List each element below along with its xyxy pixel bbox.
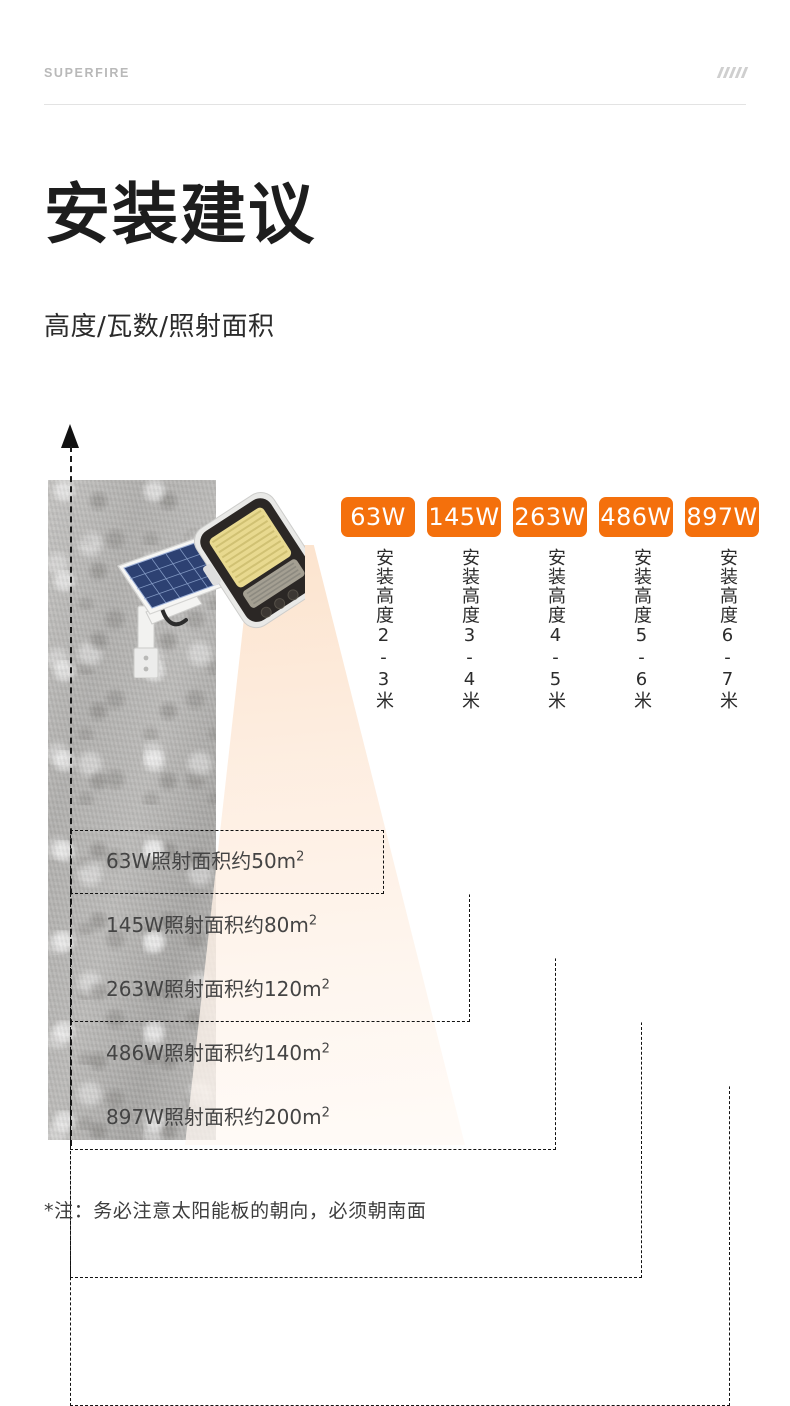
install-height-label-0: 安装高度2-3米 <box>373 548 394 711</box>
height-arrow-line <box>70 446 72 1146</box>
height-arrow-up-icon <box>61 424 79 448</box>
wattage-badge-0[interactable]: 63W <box>341 497 415 537</box>
wattage-badge-2[interactable]: 263W <box>513 497 587 537</box>
coverage-label-sup: 2 <box>321 977 330 993</box>
coverage-label-0: 63W照射面积约50m2 <box>106 845 304 874</box>
wattage-badge-label: 145W <box>428 503 500 531</box>
coverage-box-4 <box>70 1086 730 1406</box>
coverage-label-sup: 2 <box>308 913 318 929</box>
brand-logo: SUPERFIRE <box>44 66 130 80</box>
coverage-label-3: 486W照射面积约140m2 <box>106 1037 330 1066</box>
coverage-label-text: 897W照射面积约200m <box>106 1105 322 1129</box>
wattage-badge-4[interactable]: 897W <box>685 497 759 537</box>
wattage-badge-3[interactable]: 486W <box>599 497 673 537</box>
coverage-label-text: 63W照射面积约50m <box>106 849 297 873</box>
coverage-label-sup: 2 <box>321 1041 330 1057</box>
coverage-label-2: 263W照射面积约120m2 <box>106 973 330 1002</box>
install-height-label-4: 安装高度6-7米 <box>717 548 738 711</box>
install-height-label-1: 安装高度3-4米 <box>459 548 480 711</box>
install-height-label-2: 安装高度4-5米 <box>545 548 566 711</box>
installation-diagram: 63W 145W 263W 486W 897W 安装高度2-3米 安装高度3-4… <box>48 424 759 1406</box>
coverage-label-1: 145W照射面积约80m2 <box>106 909 317 938</box>
coverage-box-0 <box>70 830 384 894</box>
wattage-badge-label: 897W <box>686 503 758 531</box>
coverage-label-text: 263W照射面积约120m <box>106 977 322 1001</box>
wattage-badge-label: 486W <box>600 503 672 531</box>
wattage-badge-label: 263W <box>514 503 586 531</box>
wattage-badge-label: 63W <box>350 503 406 531</box>
coverage-label-4: 897W照射面积约200m2 <box>106 1101 330 1130</box>
install-height-label-3: 安装高度5-6米 <box>631 548 652 711</box>
coverage-label-sup: 2 <box>296 849 305 865</box>
coverage-label-text: 145W照射面积约80m <box>106 913 309 937</box>
page-title: 安装建议 <box>44 176 316 253</box>
wattage-badge-1[interactable]: 145W <box>427 497 501 537</box>
page-header: SUPERFIRE <box>44 58 749 105</box>
solar-street-light-photo <box>117 492 305 678</box>
page-subtitle: 高度/瓦数/照射面积 <box>44 312 275 342</box>
footnote-text: *注：务必注意太阳能板的朝向，必须朝南面 <box>44 1200 427 1222</box>
coverage-label-sup: 2 <box>321 1105 330 1121</box>
coverage-label-text: 486W照射面积约140m <box>106 1041 322 1065</box>
